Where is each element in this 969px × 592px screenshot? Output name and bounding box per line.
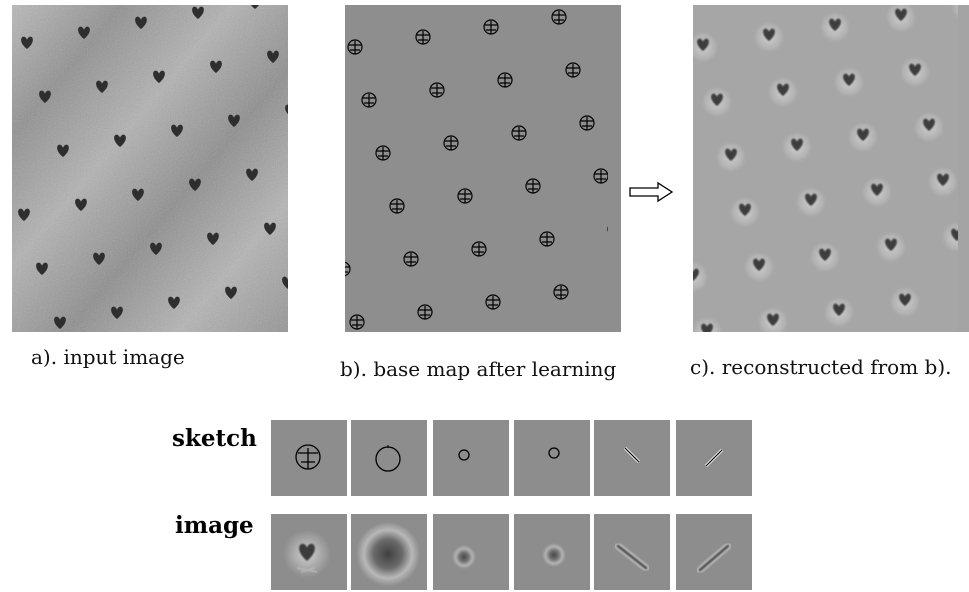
oriented-bar-sketch-icon <box>704 448 724 468</box>
input-image-panel <box>12 5 288 332</box>
reconstructed-heart-icon <box>888 285 922 319</box>
reconstructed-heart-icon <box>794 185 828 219</box>
reconstructed-heart-icon <box>822 295 856 329</box>
caption-input-image: a). input image <box>31 345 185 369</box>
reconstructed-heart-icon <box>874 230 908 264</box>
sketch-tile-bar-left <box>594 420 670 496</box>
reconstructed-heart-icon <box>832 65 866 99</box>
reconstructed-heart-icon <box>728 195 762 229</box>
reconstructed-heart-icon <box>756 305 790 332</box>
sketch-tile-small-circle <box>433 420 509 496</box>
sketch-symbol-icon <box>497 72 513 88</box>
sketch-symbol-icon <box>593 168 608 184</box>
image-tile-blob <box>351 514 427 590</box>
sketch-symbol-icon <box>511 125 527 141</box>
oriented-bar-sketch-icon <box>623 446 641 464</box>
caption-reconstructed: c). reconstructed from b). <box>690 355 952 379</box>
sketch-tile-small-circle-2 <box>514 420 590 496</box>
oriented-bar-patch-icon <box>594 514 670 590</box>
base-map-panel <box>345 5 621 332</box>
row-label-sketch: sketch <box>172 425 257 452</box>
reconstructed-heart-icon <box>818 10 852 44</box>
reconstructed-heart-icon <box>846 120 880 154</box>
reconstructed-heart-icon <box>898 55 932 89</box>
image-tile-small-blob-2 <box>514 514 590 590</box>
sketch-symbol-icon <box>539 231 555 247</box>
reconstructed-heart-icon <box>808 240 842 274</box>
reconstructed-heart-icon <box>780 130 814 164</box>
large-circle-sketch-icon <box>375 445 401 472</box>
row-label-image: image <box>175 512 254 539</box>
blob-patch-icon <box>351 514 427 590</box>
sketch-symbol-icon <box>403 251 419 267</box>
reconstructed-heart-icon <box>693 315 724 332</box>
reconstructed-heart-icon <box>693 260 710 294</box>
base-map <box>345 9 608 330</box>
sketch-symbol-icon <box>471 241 487 257</box>
sketch-symbol-icon <box>551 9 567 25</box>
small-circle-sketch-icon <box>458 449 470 461</box>
sketch-symbol-icon <box>389 198 405 214</box>
small-blob-patch-icon <box>433 514 509 590</box>
reconstructed-heart-icon <box>950 5 958 22</box>
sketch-symbol-icon <box>483 19 499 35</box>
reconstructed-heart-icon <box>742 250 776 284</box>
sketch-symbol-icon <box>375 145 391 161</box>
image-tile-bar-left <box>594 514 670 590</box>
reconstructed-heart-icon <box>766 75 800 109</box>
sketch-tile-heart <box>271 420 347 496</box>
sketch-symbol-icon <box>579 115 595 131</box>
sketch-symbol-icon <box>347 39 363 55</box>
reconstructed-image <box>693 5 958 332</box>
image-tile-bar-right <box>676 514 752 590</box>
sketch-symbol-icon <box>429 82 445 98</box>
image-tile-heart <box>271 514 347 590</box>
small-circle-sketch-icon <box>548 447 560 459</box>
reconstructed-heart-icon <box>693 30 720 64</box>
input-image <box>12 5 288 332</box>
oriented-bar-patch-icon <box>676 514 752 590</box>
sketch-symbol-icon <box>361 92 377 108</box>
reconstructed-heart-icon <box>700 85 734 119</box>
reconstructed-heart-icon <box>926 165 958 199</box>
sketch-tile-large-circle <box>351 420 427 496</box>
reconstructed-heart-icon <box>860 175 894 209</box>
heart-patch-icon <box>271 514 347 590</box>
sketch-tile-bar-right <box>676 420 752 496</box>
hollow-right-arrow-icon <box>629 181 674 203</box>
sketch-symbol-icon <box>565 62 581 78</box>
reconstructed-heart-icon <box>940 220 958 254</box>
image-tile-small-blob <box>433 514 509 590</box>
reconstructed-heart-icon <box>752 20 786 54</box>
small-blob-patch-icon <box>514 514 590 590</box>
caption-base-map: b). base map after learning <box>340 357 617 381</box>
sketch-symbol-icon <box>345 261 351 277</box>
sketch-symbol-icon <box>553 284 569 300</box>
reconstructed-heart-icon <box>714 140 748 174</box>
sketch-symbol-icon <box>525 178 541 194</box>
reconstructed-heart-icon <box>912 110 946 144</box>
sketch-symbol-icon <box>457 188 473 204</box>
sketch-symbol-icon <box>443 135 459 151</box>
heart-sketch-icon <box>295 444 321 470</box>
sketch-symbol-icon <box>485 294 501 310</box>
sketch-symbol-icon <box>349 314 365 330</box>
sketch-symbol-icon <box>417 304 433 320</box>
reconstructed-panel <box>693 5 969 332</box>
sketch-symbol-icon <box>415 29 431 45</box>
reconstructed-heart-icon <box>884 5 918 34</box>
